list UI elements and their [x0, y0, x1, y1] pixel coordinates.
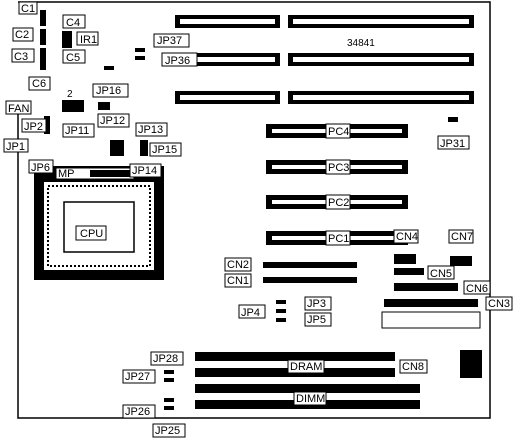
- jumper-c3: C3: [14, 51, 28, 63]
- connector-cn1: CN1: [227, 275, 249, 287]
- slot-pc3: PC3: [328, 162, 349, 174]
- jumper-jp1: JP1: [6, 141, 25, 153]
- rear-connector: [460, 350, 482, 378]
- jumper-jp6: JP6: [31, 162, 50, 174]
- mp-label: MP: [58, 168, 75, 180]
- dram-label: DRAM: [290, 361, 322, 373]
- jumper-jp12: JP12: [100, 115, 125, 127]
- connector-cn4: CN4: [396, 231, 418, 243]
- connector-cn7: CN7: [451, 231, 473, 243]
- jumper-jp28: JP28: [153, 353, 178, 365]
- connector-cn5: CN5: [430, 268, 452, 280]
- jumper-jp11: JP11: [65, 125, 89, 137]
- fan-label: FAN: [8, 103, 29, 115]
- jumper-jp31: JP31: [440, 138, 465, 150]
- jumper-c6: C6: [32, 78, 46, 90]
- jumper-jp37: JP37: [157, 35, 182, 47]
- board-outline: [17, 1, 491, 419]
- connector-cn3: CN3: [488, 298, 510, 310]
- jumper-jp5: JP5: [307, 314, 326, 326]
- slot-pc2: PC2: [328, 197, 349, 209]
- jumper-ir1: IR1: [80, 34, 97, 46]
- jumper-c4: C4: [66, 17, 80, 29]
- c-jumpers: [40, 10, 148, 156]
- jumper-jp27: JP27: [125, 371, 150, 383]
- jumper-jp15: JP15: [152, 144, 177, 156]
- connector-cn6: CN6: [466, 283, 488, 295]
- isa-slots: [175, 15, 474, 104]
- pci-slots: [266, 124, 408, 245]
- jumper-jp36: JP36: [165, 55, 190, 67]
- dimm-label: DIMM: [296, 393, 325, 405]
- pci-labels: PC4 PC3 PC2 PC1: [325, 123, 351, 246]
- jumper-jp3: JP3: [307, 298, 326, 310]
- connector-cn2: CN2: [227, 259, 249, 271]
- jumper-jp26: JP26: [125, 406, 150, 418]
- jumper-jp2: JP2: [24, 121, 43, 133]
- jumper-c5: C5: [66, 52, 80, 64]
- jumper-jp13: JP13: [138, 124, 163, 136]
- jumper-c1: C1: [21, 3, 35, 15]
- slot-pc4: PC4: [328, 126, 349, 138]
- pin-marker: 2: [67, 89, 73, 100]
- cpu-label: CPU: [80, 228, 103, 240]
- jumper-c2: C2: [15, 29, 29, 41]
- cpu-socket: CPU MP: [34, 166, 164, 280]
- jumper-jp4: JP4: [241, 307, 260, 319]
- connector-cn8: CN8: [402, 361, 424, 373]
- board-number: 34841: [347, 38, 375, 49]
- jumper-jp16: JP16: [96, 85, 121, 97]
- jumper-jp25: JP25: [155, 425, 180, 437]
- slot-pc1: PC1: [328, 233, 349, 245]
- jumper-jp14: JP14: [132, 165, 157, 177]
